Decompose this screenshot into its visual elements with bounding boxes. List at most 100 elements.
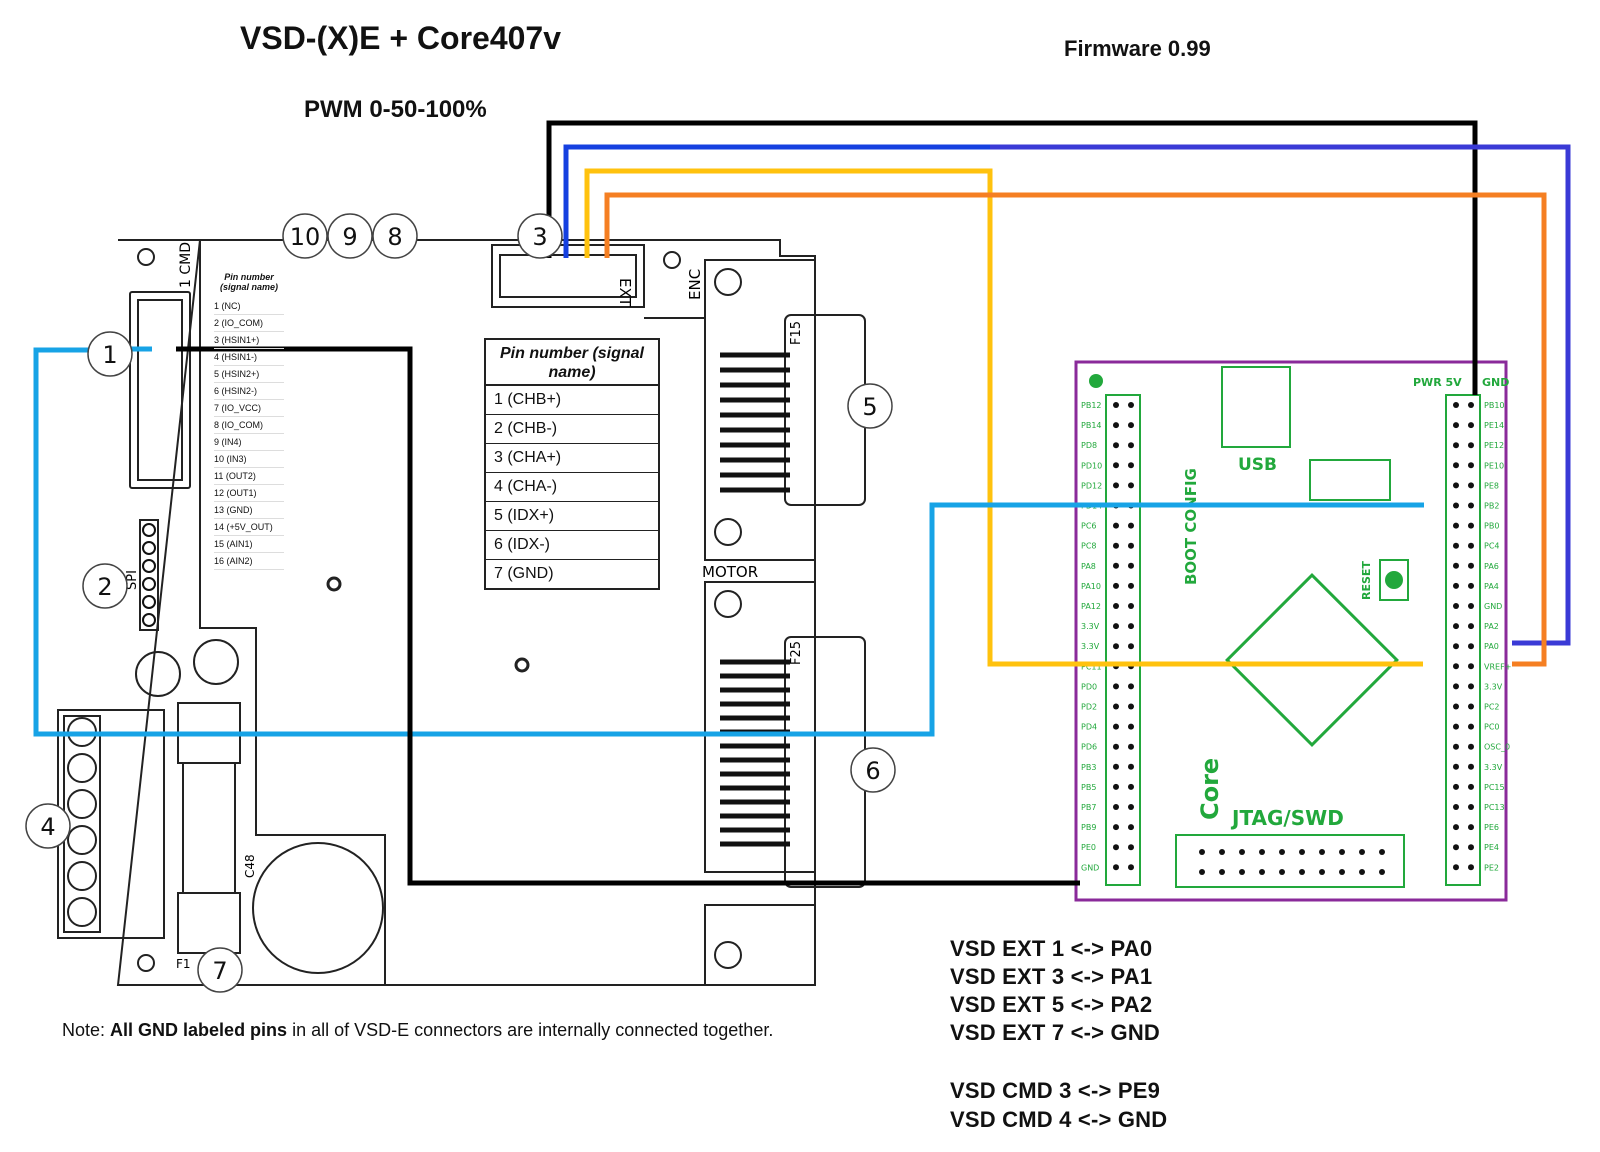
header-pin xyxy=(1113,723,1119,730)
pin-label: PC15 xyxy=(1484,783,1505,792)
pin-label: PB14 xyxy=(1081,421,1102,430)
header-pin xyxy=(1453,804,1459,810)
header-pin xyxy=(1128,643,1134,650)
header-pin xyxy=(1468,844,1474,851)
pin-label: PB9 xyxy=(1081,823,1096,832)
pin-label: PD2 xyxy=(1081,703,1097,712)
jtag-pin xyxy=(1379,849,1385,855)
enc-pin-table: Pin number (signal name) 1 (CHB+)2 (CHB-… xyxy=(484,338,660,590)
cmd-pin-row: 12 (OUT1) xyxy=(214,485,284,502)
callout-5: 5 xyxy=(847,383,893,429)
jtag-pin xyxy=(1299,849,1305,855)
header-pin xyxy=(1468,502,1474,509)
cmd-pin-row: 2 (IO_COM) xyxy=(214,315,284,332)
header-pin xyxy=(1468,743,1474,750)
pin-label: OSC_0 xyxy=(1484,743,1510,752)
mapping-ext3: VSD EXT 3 <-> PA1 xyxy=(950,964,1153,989)
wires xyxy=(33,120,1571,886)
header-pin xyxy=(1128,462,1134,469)
header-pin xyxy=(1468,703,1474,710)
pin-label: VREF+ xyxy=(1484,662,1511,671)
callout-6: 6 xyxy=(850,747,896,793)
jtag-pin xyxy=(1239,869,1245,875)
jtag-pin xyxy=(1379,869,1385,875)
header-pin xyxy=(1113,844,1119,851)
header-pin xyxy=(1468,804,1474,810)
pin-label: PB12 xyxy=(1081,401,1102,410)
core407v-board xyxy=(1074,360,1508,902)
svg-text:5: 5 xyxy=(862,393,877,421)
diagram-title: VSD-(X)E + Core407v xyxy=(240,20,562,56)
jtag-pin xyxy=(1239,849,1245,855)
pin-label: PD12 xyxy=(1081,481,1102,490)
pin-label: PC11 xyxy=(1081,662,1102,671)
header-pin xyxy=(1128,743,1134,750)
header-pin xyxy=(1128,804,1134,810)
jtag-pin xyxy=(1219,869,1225,875)
header-pin xyxy=(1128,683,1134,690)
header-pin xyxy=(1468,462,1474,469)
pin-label: PE6 xyxy=(1484,823,1499,832)
cmd-pin-row: 7 (IO_VCC) xyxy=(214,400,284,417)
pin-label: PC2 xyxy=(1484,703,1500,712)
header-pin xyxy=(1453,623,1459,630)
pin-label: PA6 xyxy=(1484,562,1499,571)
svg-text:9: 9 xyxy=(342,223,357,251)
pin-label: PA4 xyxy=(1484,582,1499,591)
pin-label: 3.3V xyxy=(1081,622,1100,631)
svg-text:10: 10 xyxy=(290,223,321,251)
jtag-pin xyxy=(1339,869,1345,875)
header-pin xyxy=(1453,844,1459,851)
right-pin-labels: PB10PE14PE12PE10PE8PB2PB0PC4PA6PA4GNDPA2… xyxy=(1484,401,1511,872)
pin-label: GND xyxy=(1484,602,1502,611)
cmd-pin-row: 3 (HSIN1+) xyxy=(214,332,284,349)
header-pin xyxy=(1128,703,1134,710)
header-pin xyxy=(1453,582,1459,589)
enc-pin-table-header: Pin number (signal name) xyxy=(486,340,658,386)
header-pin xyxy=(1468,663,1474,670)
enc-pin-row: 3 (CHA+) xyxy=(486,444,658,473)
cmd-pin-row: 10 (IN3) xyxy=(214,451,284,468)
svg-text:6: 6 xyxy=(865,757,880,785)
header-pin xyxy=(1113,582,1119,589)
spi-label: SPI xyxy=(125,570,140,590)
header-pin xyxy=(1128,542,1134,549)
spi-header xyxy=(139,519,159,631)
pin-label: 3.3V xyxy=(1484,682,1503,691)
cmd-pin-list-header: Pin number (signal name) xyxy=(219,272,278,292)
jtag-pin xyxy=(1199,849,1205,855)
header-pin xyxy=(1128,824,1134,831)
callout-1: 1 xyxy=(87,331,133,377)
header-pin xyxy=(1468,683,1474,690)
header-pin xyxy=(1113,743,1119,750)
svg-text:7: 7 xyxy=(212,957,227,985)
usb-label: USB xyxy=(1238,455,1277,475)
header-pin xyxy=(1128,402,1134,408)
header-pin xyxy=(1128,522,1134,529)
header-pin xyxy=(1113,542,1119,549)
header-pin xyxy=(1113,482,1119,489)
mapping-cmd3: VSD CMD 3 <-> PE9 xyxy=(950,1078,1161,1103)
header-pin xyxy=(1468,582,1474,589)
enc-pin-row: 6 (IDX-) xyxy=(486,531,658,560)
header-pin xyxy=(1468,763,1474,770)
callout-2: 2 xyxy=(82,563,128,609)
jtag-pins xyxy=(1199,849,1385,875)
jtag-pin xyxy=(1279,849,1285,855)
pwm-label: PWM 0-50-100% xyxy=(304,96,487,123)
pin-label: PE10 xyxy=(1484,461,1504,470)
ext-label: EXT xyxy=(616,278,634,307)
wire-indigo-ext5-pa2 xyxy=(990,144,1571,646)
boot-config-label: BOOT CONFIG xyxy=(1182,468,1200,585)
pin-label: PD0 xyxy=(1081,682,1097,691)
f25-label: F25 xyxy=(789,641,804,665)
header-pin xyxy=(1453,442,1459,449)
header-pin xyxy=(1113,763,1119,770)
cmd-pin-row: 1 (NC) xyxy=(214,298,284,315)
header-pin xyxy=(1453,522,1459,529)
f1-label: F1 xyxy=(176,957,191,971)
pin-label: PD6 xyxy=(1081,743,1097,752)
header-pin xyxy=(1453,703,1459,710)
pin-label: 3.3V xyxy=(1484,763,1503,772)
